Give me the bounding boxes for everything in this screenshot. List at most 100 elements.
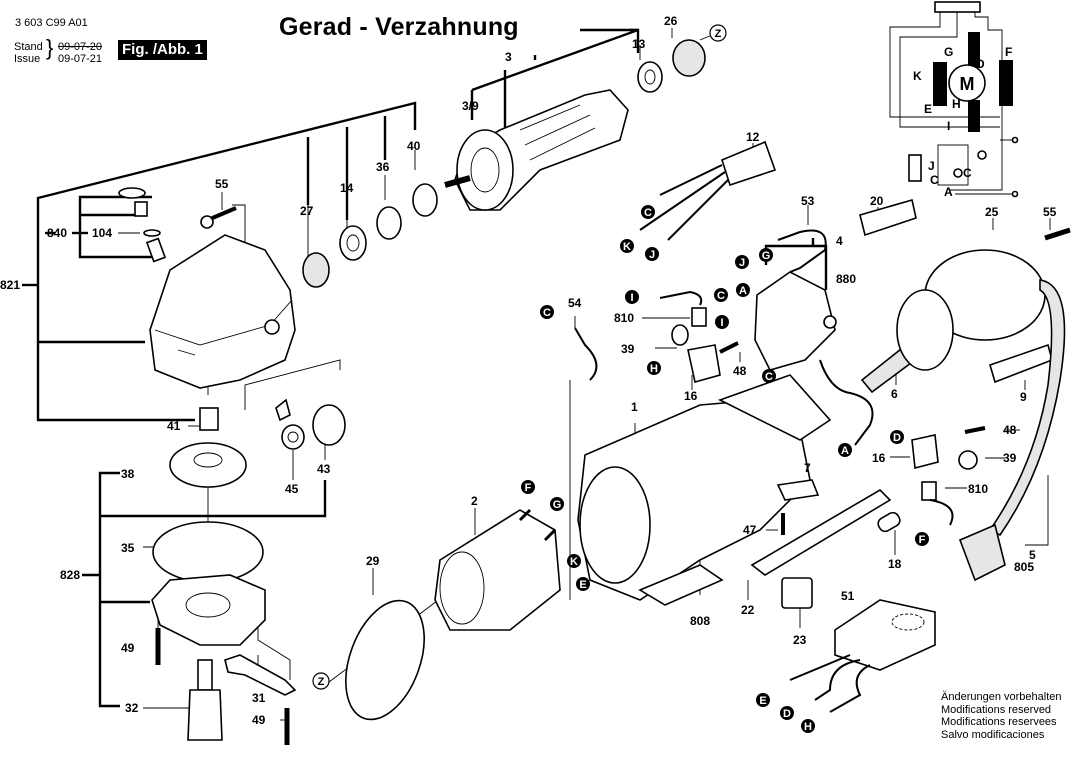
brush-holder-16a	[687, 344, 721, 383]
label-29: 29	[366, 554, 380, 568]
svg-text:H: H	[804, 721, 812, 733]
label-48-right: 48	[1003, 423, 1017, 437]
terminal-c-left: C	[930, 173, 939, 187]
label-53: 53	[801, 194, 815, 208]
terminal-h: H	[952, 97, 961, 111]
svg-text:C: C	[543, 307, 551, 319]
motor-circle	[948, 64, 986, 102]
marker-d-16: D	[890, 430, 904, 444]
label-51: 51	[841, 589, 855, 603]
needle-bearing-41	[199, 407, 219, 431]
bearing-flange	[151, 574, 266, 646]
svg-text:J: J	[739, 257, 745, 269]
marker-h-16: H	[647, 361, 661, 375]
label-14: 14	[340, 181, 354, 195]
svg-text:F: F	[919, 534, 926, 546]
lever-31	[224, 654, 297, 696]
label-47: 47	[743, 523, 757, 537]
label-36: 36	[376, 160, 390, 174]
label-55-cover: 55	[1043, 205, 1057, 219]
label-880: 880	[836, 272, 856, 286]
label-810-brush: 810	[614, 311, 634, 325]
stand-date: 09-07-20	[58, 41, 103, 53]
terminal-c-right: C	[963, 166, 972, 180]
marker-e-51: E	[756, 693, 770, 707]
marker-k-12: K	[620, 239, 634, 253]
spring	[134, 201, 148, 217]
marker-d-51: D	[780, 706, 794, 720]
brace-icon: }	[46, 35, 54, 60]
electronic-module-51	[834, 599, 936, 671]
label-808	[638, 564, 724, 606]
note-fr: Modifications reservees	[941, 716, 1057, 728]
label-20: 20	[870, 194, 884, 208]
marker-c-12: C	[641, 205, 655, 219]
svg-text:Z: Z	[715, 28, 722, 40]
gear-housing	[149, 234, 296, 389]
bevel-gear-38	[169, 442, 247, 488]
marker-f-810: F	[915, 532, 929, 546]
svg-text:H: H	[650, 363, 658, 375]
label-49-lower: 49	[252, 713, 266, 727]
marker-g-53: G	[759, 248, 773, 262]
footer-notes: Änderungen vorbehalten Modifications res…	[941, 691, 1061, 741]
terminal-j: J	[928, 159, 935, 173]
marker-a-4: A	[736, 283, 750, 297]
marker-i-16: I	[715, 315, 729, 329]
pinion-43	[312, 404, 346, 446]
label-55-screw: 55	[215, 177, 229, 191]
plug	[958, 523, 1006, 582]
spring-18	[877, 511, 901, 533]
label-16-holder: 16	[684, 389, 698, 403]
carbon-brush-810a	[691, 307, 707, 327]
cap	[118, 187, 146, 199]
label-5: 5	[1029, 548, 1036, 562]
svg-text:A: A	[739, 285, 747, 297]
label-1: 1	[631, 400, 638, 414]
svg-text:E: E	[579, 579, 586, 591]
field-coil-g	[933, 62, 947, 106]
issue-label: Issue	[14, 53, 41, 65]
svg-text:E: E	[759, 695, 766, 707]
marker-a-6: A	[838, 443, 852, 457]
label-45: 45	[285, 482, 299, 496]
marker-c-54: C	[540, 305, 554, 319]
gasket-35	[152, 521, 264, 583]
brush-d	[968, 32, 980, 68]
marker-h-51: H	[801, 719, 815, 733]
connector-markers: C K J G J A C C I I H C A D F F G K E E …	[521, 205, 929, 733]
label-810-right: 810	[968, 482, 988, 496]
note-es: Salvo modificaciones	[941, 728, 1045, 741]
label-9	[989, 343, 1053, 384]
terminal-i: I	[947, 119, 950, 133]
label-27: 27	[300, 204, 314, 218]
svg-text:I: I	[720, 317, 723, 329]
torsion-spring-39b	[958, 450, 978, 470]
label-43: 43	[317, 462, 331, 476]
page-title: Gerad - Verzahnung	[279, 13, 519, 41]
label-13: 13	[632, 37, 646, 51]
label-16-right: 16	[872, 451, 886, 465]
stand-label: Stand	[14, 41, 43, 53]
marker-z-29: Z	[312, 672, 330, 690]
label-22: 22	[741, 603, 755, 617]
part-number-labels: 821 840 104 55 41 27 14 36 40 3 3/9 13 2…	[0, 14, 1057, 727]
marker-z-26: Z	[709, 24, 727, 42]
field-stator	[434, 509, 561, 631]
terminal-f: F	[1005, 45, 1012, 59]
screw-head	[200, 215, 214, 229]
label-39-spring: 39	[621, 342, 635, 356]
svg-text:D: D	[893, 432, 901, 444]
label-49-upper: 49	[121, 641, 135, 655]
svg-text:I: I	[630, 292, 633, 304]
svg-text:Z: Z	[318, 676, 325, 688]
svg-text:F: F	[525, 482, 532, 494]
label-3-9: 3/9	[462, 99, 479, 113]
label-25: 25	[985, 205, 999, 219]
spindle-lock-pin	[145, 237, 167, 263]
marker-j-4: J	[735, 255, 749, 269]
spindle-32	[197, 659, 213, 691]
svg-text:C: C	[644, 207, 652, 219]
terminal-a: A	[944, 185, 953, 199]
label-2: 2	[471, 494, 478, 508]
